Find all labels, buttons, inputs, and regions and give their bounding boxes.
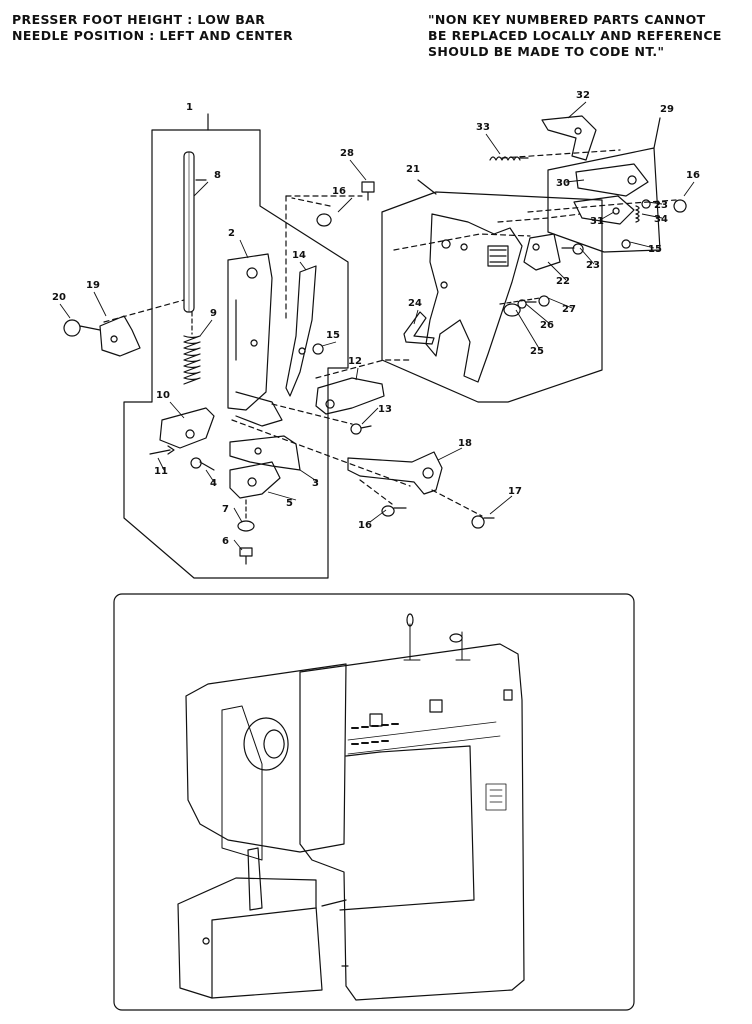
part-31-plate (573, 195, 635, 225)
part-25-washer (503, 303, 521, 317)
callout-8: 8 (214, 170, 221, 181)
callout-22: 22 (556, 276, 570, 287)
part-32-lever (541, 115, 597, 161)
header-left-line-1: PRESSER FOOT HEIGHT : LOW BAR (12, 12, 266, 27)
callout-23-lower: 23 (586, 260, 600, 271)
part-16-screw-right (673, 199, 687, 213)
part-28-screw (361, 181, 375, 201)
callout-31: 31 (590, 216, 604, 227)
callout-6: 6 (222, 536, 229, 547)
header-presser-foot-note: PRESSER FOOT HEIGHT : LOW BAR NEEDLE POS… (12, 12, 293, 44)
part-22-bracket (523, 233, 561, 271)
callout-24: 24 (408, 298, 422, 309)
machine-illustration-frame (113, 593, 635, 1011)
callout-9: 9 (210, 308, 217, 319)
part-11-screw (149, 445, 175, 455)
callout-34: 34 (654, 214, 668, 225)
header-left-line-2: NEEDLE POSITION : LEFT AND CENTER (12, 28, 294, 43)
part-23-screw-lower (561, 243, 584, 255)
callout-numbers: 1 2 3 4 5 6 7 8 9 10 11 12 13 14 15 15 1… (52, 90, 700, 547)
part-16-screw-lower (381, 505, 407, 517)
callout-16-lower: 16 (358, 520, 372, 531)
part-30-plate (575, 163, 649, 197)
callout-19: 19 (86, 280, 100, 291)
callout-30: 30 (556, 178, 570, 189)
callout-5: 5 (286, 498, 293, 509)
part-16-screw-upper (316, 213, 332, 227)
part-15-screw-upper (621, 239, 631, 249)
callout-12: 12 (348, 356, 362, 367)
part-12-bracket (315, 377, 385, 415)
part-7-nut (237, 520, 255, 532)
callout-16-right: 16 (686, 170, 700, 181)
callout-20: 20 (52, 292, 66, 303)
callout-10: 10 (156, 390, 170, 401)
header-replacement-note: "NON KEY NUMBERED PARTS CANNOT BE REPLAC… (428, 12, 722, 60)
header-right-line-2: BE REPLACED LOCALLY AND REFERENCE (428, 28, 722, 43)
sewing-machine-illustration (177, 613, 525, 1001)
part-15-screw (312, 343, 324, 355)
part-20-thumb-screw (63, 319, 101, 337)
part-18-bracket (347, 451, 443, 495)
part-26-collar (517, 299, 537, 309)
callout-27: 27 (562, 304, 576, 315)
part-6-screw (239, 547, 253, 565)
part-4-pin (190, 457, 215, 471)
callout-26: 26 (540, 320, 554, 331)
group-29-leader (653, 117, 661, 149)
part-21-arm-casting (425, 213, 523, 383)
part-3-plate (229, 435, 301, 471)
part-13-screw (350, 423, 372, 435)
callout-32: 32 (576, 90, 590, 101)
part-17-screw (471, 515, 495, 529)
group-21-outline (381, 191, 603, 403)
callout-15-left: 15 (326, 330, 340, 341)
callout-33: 33 (476, 122, 490, 133)
callout-17: 17 (508, 486, 522, 497)
part-9-spring (183, 311, 201, 385)
callout-21: 21 (406, 164, 420, 175)
part-5-plate (229, 461, 281, 499)
header-right-line-1: "NON KEY NUMBERED PARTS CANNOT (428, 12, 706, 27)
part-8-needle-bar (183, 151, 207, 313)
group-1-outline (123, 129, 349, 579)
callout-14: 14 (292, 250, 306, 261)
callout-15-right: 15 (648, 244, 662, 255)
group-21-leader (417, 179, 437, 195)
callout-3: 3 (312, 478, 319, 489)
callout-11: 11 (154, 466, 168, 477)
callout-29: 29 (660, 104, 674, 115)
callout-25: 25 (530, 346, 544, 357)
part-2-frame (227, 253, 283, 427)
header-right-line-3: SHOULD BE MADE TO CODE NT." (428, 44, 665, 59)
callout-16-upper: 16 (332, 186, 346, 197)
part-34-spring (635, 205, 640, 223)
part-33-spring (489, 156, 529, 161)
part-14-lever (285, 265, 317, 397)
part-21-cam-stack (487, 245, 509, 267)
callout-23-upper: 23 (654, 200, 668, 211)
callout-13: 13 (378, 404, 392, 415)
part-24-clip (403, 311, 435, 345)
callout-4: 4 (210, 478, 217, 489)
callout-18: 18 (458, 438, 472, 449)
callout-leaders (59, 101, 695, 551)
callout-7: 7 (222, 504, 229, 515)
callout-28: 28 (340, 148, 354, 159)
callout-2: 2 (228, 228, 235, 239)
group-29-outline (547, 147, 661, 253)
part-10-holder (159, 407, 215, 449)
callout-1: 1 (186, 102, 193, 113)
part-27-screw (538, 295, 550, 307)
part-23-screw-upper (641, 199, 651, 209)
